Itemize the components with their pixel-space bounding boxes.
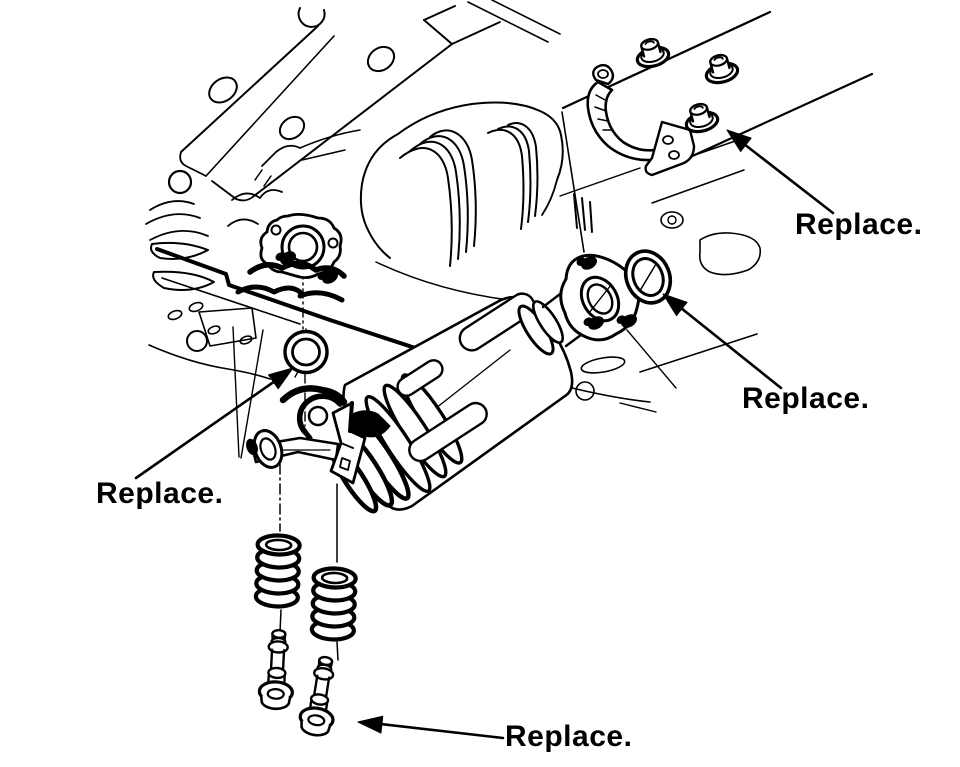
bracket-hole [597, 69, 609, 79]
flange-ear-hole [270, 224, 282, 236]
bracket-hole [662, 135, 674, 145]
bracket-hole [668, 150, 680, 160]
arrow-to-locknut [726, 129, 835, 215]
arrow-to-bolt [357, 715, 505, 740]
floor-pan-right [551, 111, 762, 413]
heat-shield-ribs [399, 122, 593, 267]
heat-shield-slot [408, 401, 488, 463]
manifold-donut-gasket [283, 328, 329, 378]
arrow-to-donut-gasket [134, 367, 294, 480]
floor-pan-left [148, 301, 271, 459]
underbody-structure [145, 0, 762, 459]
leader-lines [279, 463, 339, 661]
exhaust-spring-left [256, 535, 300, 607]
hanger-bracket-assembly [246, 385, 391, 485]
exhaust-flange-bolt-right [296, 653, 345, 740]
exhaust-spring-right [312, 568, 356, 640]
mount-bracket [561, 10, 874, 177]
tunnel-heat-shield [359, 101, 593, 304]
callout-label-bolt: Replace. [505, 720, 633, 753]
flange-ear-hole [327, 237, 339, 249]
bracket-arm [644, 120, 696, 177]
arrow-to-pipe-gasket [662, 293, 783, 390]
exhaust-manifold-flange [235, 213, 347, 427]
callout-arrows [134, 129, 835, 740]
callout-label-donut-gasket: Replace. [96, 477, 224, 510]
hanger-hook [296, 393, 343, 435]
catalytic-converter [329, 292, 574, 514]
exhaust-flange-bolt-left [256, 627, 298, 712]
engine-block-details [145, 129, 361, 291]
callout-label-pipe-gasket: Replace. [742, 382, 870, 415]
flange-centerline [302, 269, 306, 427]
lock-nut [680, 98, 722, 137]
outlet-cone-ring [532, 300, 564, 344]
callout-label-locknut: Replace. [795, 208, 923, 241]
heat-shield-slot [458, 292, 536, 352]
lock-nut [631, 33, 673, 72]
exhaust-pipe-gasket [623, 249, 673, 305]
bracket-ear [592, 63, 615, 86]
pipe-flange [559, 251, 641, 342]
sill-edge-line [155, 247, 454, 362]
frame-rail [179, 0, 561, 202]
lock-nut [700, 49, 742, 88]
heat-shield-slot [396, 359, 444, 397]
